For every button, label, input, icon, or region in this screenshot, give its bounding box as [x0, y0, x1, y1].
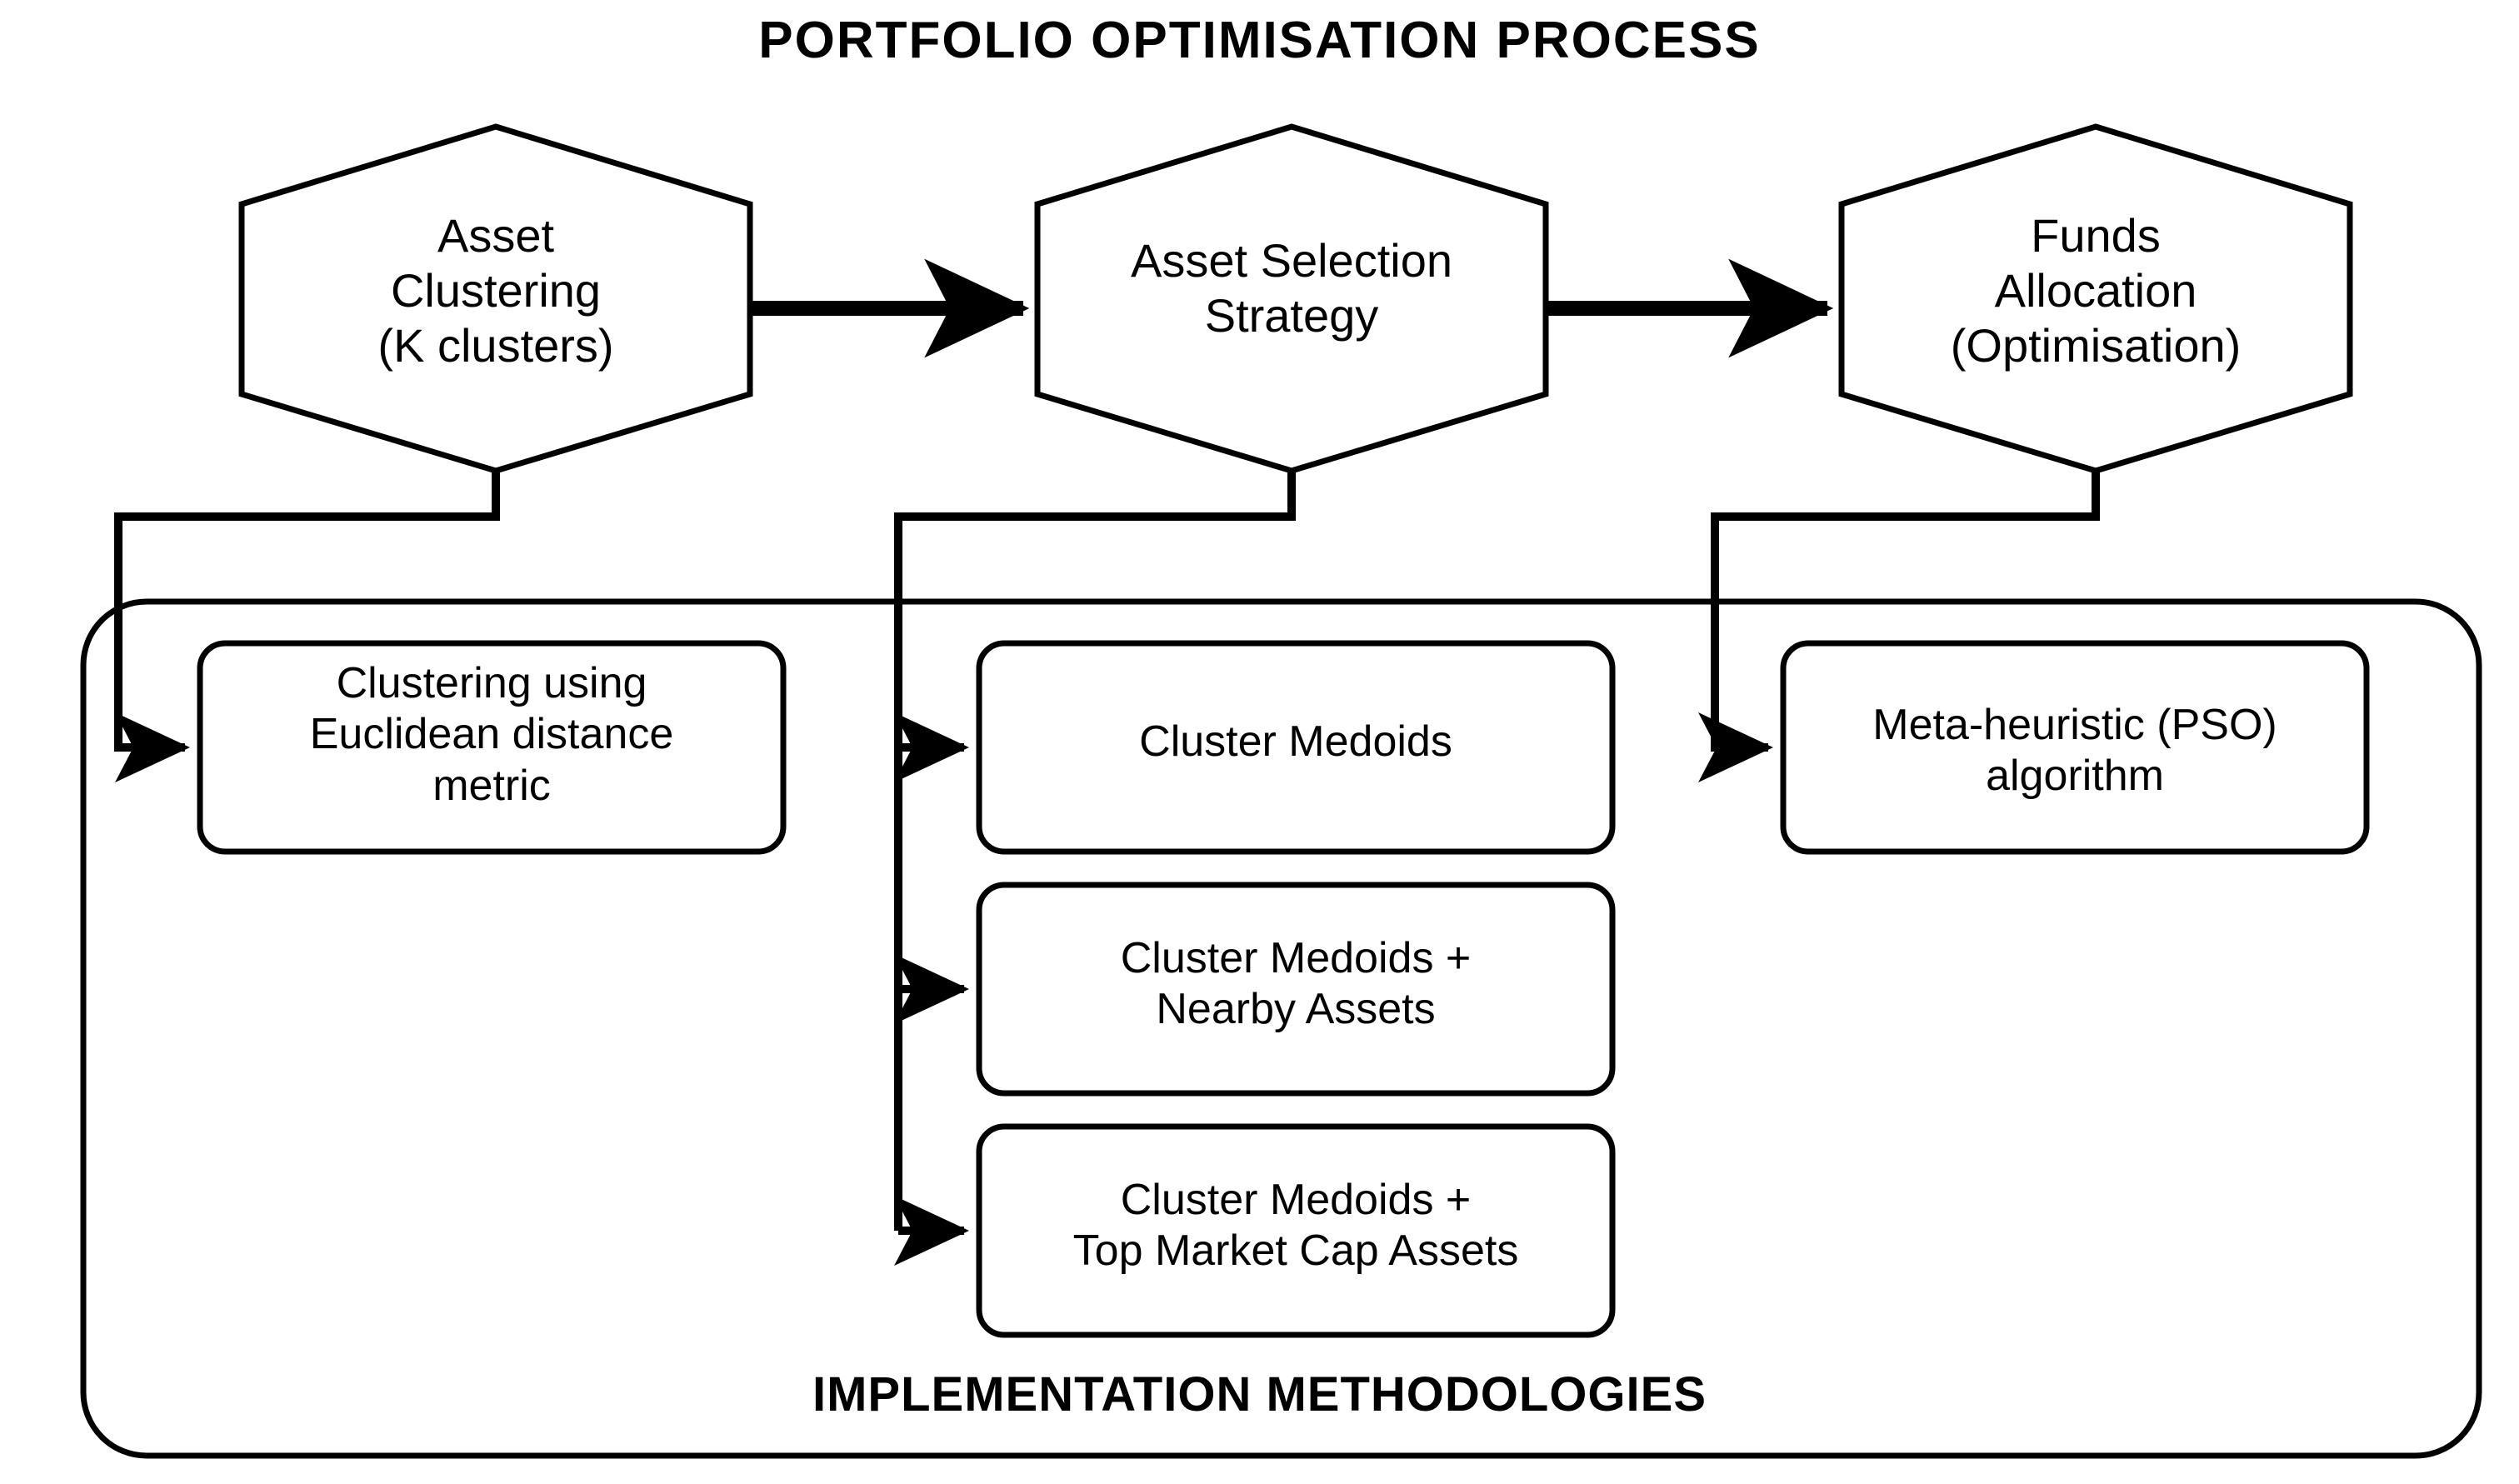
method-label-medoids-marketcap: Cluster Medoids + Top Market Cap Assets — [1072, 1176, 1519, 1276]
method-label-medoids-nearby: Cluster Medoids + Nearby Assets — [1120, 934, 1472, 1034]
page-title: PORTFOLIO OPTIMISATION PROCESS — [758, 12, 1761, 69]
connector-selection-trunk — [894, 471, 1296, 1231]
stage-label-funds-allocation: Funds Allocation (Optimisation) — [1950, 209, 2242, 372]
connector-allocation-to-pso — [1698, 471, 2100, 782]
connector-clustering-to-euclidean — [114, 471, 500, 782]
stage-label-asset-clustering: Asset Clustering (K clusters) — [377, 209, 614, 372]
implementation-container-title: IMPLEMENTATION METHODOLOGIES — [812, 1367, 1707, 1422]
method-box-medoids-marketcap — [976, 1123, 1616, 1338]
method-box-euclidean-clustering — [197, 640, 787, 855]
method-label-cluster-medoids: Cluster Medoids — [1139, 717, 1452, 766]
stage-label-asset-selection: Asset Selection Strategy — [1131, 234, 1452, 342]
method-box-cluster-medoids — [976, 640, 1616, 855]
method-label-pso-algorithm: Meta-heuristic (PSO) algorithm — [1872, 701, 2277, 801]
method-label-euclidean-clustering: Clustering using Euclidean distance metr… — [309, 659, 674, 810]
method-box-medoids-nearby — [976, 882, 1616, 1097]
method-box-pso-algorithm — [1780, 640, 2370, 855]
